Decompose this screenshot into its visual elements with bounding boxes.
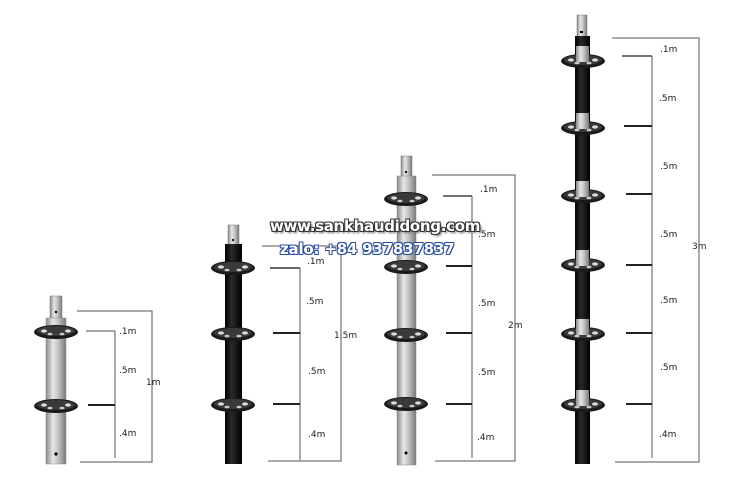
pole-1m	[34, 295, 78, 465]
dim-label: .4m	[119, 429, 136, 439]
pole-2m	[384, 155, 428, 466]
pole-1-5m	[211, 224, 255, 464]
dim-label: .4m	[477, 433, 494, 443]
dimensions-pole-1-5m	[262, 245, 342, 462]
dim-label: .1m	[660, 45, 677, 55]
dim-label: .1m	[307, 257, 324, 267]
dim-label: .5m	[478, 230, 495, 240]
total-length-label: 1m	[146, 378, 161, 388]
total-length-label: 2m	[508, 321, 523, 331]
dimensions-pole-1m	[77, 310, 153, 463]
dimensions-pole-3m	[612, 37, 700, 463]
dim-label: .5m	[308, 367, 325, 377]
watermark-phone: zalo: +84 937837837	[280, 240, 455, 258]
dim-label: .4m	[659, 430, 676, 440]
dim-label: .1m	[480, 185, 497, 195]
dim-label: .5m	[119, 366, 136, 376]
dim-label: .5m	[660, 363, 677, 373]
dimensions-pole-2m	[432, 174, 516, 462]
total-length-label: 1.5m	[334, 331, 357, 341]
dim-label: .5m	[660, 162, 677, 172]
dim-label: .5m	[306, 297, 323, 307]
dim-label: .1m	[119, 327, 136, 337]
dim-label: .5m	[478, 368, 495, 378]
watermark-url: www.sankhaudidong.com	[270, 217, 481, 235]
dim-label: .4m	[308, 430, 325, 440]
pole-3m	[561, 14, 605, 464]
total-length-label: 3m	[692, 242, 707, 252]
dim-label: .5m	[659, 94, 676, 104]
dim-label: .5m	[660, 230, 677, 240]
dim-label: .5m	[478, 299, 495, 309]
dim-label: .5m	[660, 296, 677, 306]
